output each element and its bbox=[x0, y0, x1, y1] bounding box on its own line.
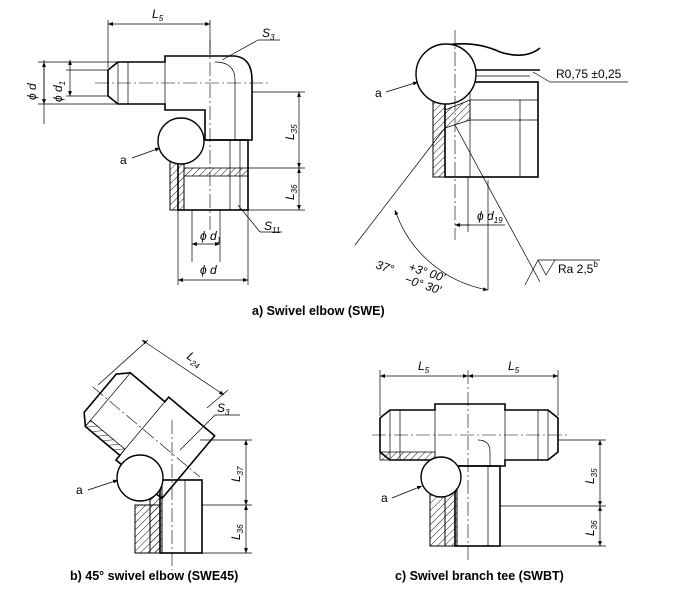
figure-swivel-elbow bbox=[38, 20, 305, 285]
caption-a: a) Swivel elbow (SWE) bbox=[252, 304, 385, 318]
label-L35-c: L35 bbox=[583, 468, 599, 484]
label-L36-c: L36 bbox=[583, 520, 599, 536]
figure-detail-view bbox=[354, 30, 628, 292]
svg-text:37°: 37° bbox=[374, 258, 396, 277]
label-phi-d-bottom: ϕ d bbox=[200, 263, 217, 277]
label-S3-a: S3 bbox=[262, 26, 275, 42]
angle-tolerance-label: 37° +3° 00′ −0° 30′ bbox=[374, 258, 448, 298]
label-S11: S11 bbox=[264, 219, 280, 235]
figure-swivel-branch-tee bbox=[372, 370, 606, 560]
label-L24: L24 bbox=[183, 349, 205, 371]
label-roughness: Ra 2,5b bbox=[558, 260, 598, 276]
label-phi-d1-bottom: ϕ d1 bbox=[200, 229, 221, 245]
label-L5-c-left: L5 bbox=[418, 359, 430, 375]
label-L36-a: L36 bbox=[283, 184, 299, 200]
label-L5-a: L5 bbox=[152, 7, 164, 23]
label-phi-d1-a: ϕ d1 bbox=[51, 81, 67, 102]
label-L5-c-right: L5 bbox=[508, 359, 520, 375]
label-a-a: a bbox=[120, 153, 127, 167]
label-L36-b: L36 bbox=[229, 524, 245, 540]
label-S3-b: S3 bbox=[217, 401, 230, 417]
label-radius: R0,75 ±0,25 bbox=[556, 67, 622, 81]
label-L37: L37 bbox=[229, 466, 245, 482]
label-L35-a: L35 bbox=[283, 124, 299, 140]
label-a-c: a bbox=[381, 491, 388, 505]
caption-c: c) Swivel branch tee (SWBT) bbox=[395, 569, 564, 583]
label-phi-d-a: ϕ d bbox=[25, 83, 39, 100]
label-phi-d19: ϕ d19 bbox=[477, 209, 503, 225]
label-a-b: a bbox=[76, 483, 83, 497]
label-a-detail: a bbox=[375, 86, 382, 100]
caption-b: b) 45° swivel elbow (SWE45) bbox=[70, 569, 238, 583]
figure-45-swivel-elbow bbox=[83, 339, 252, 570]
